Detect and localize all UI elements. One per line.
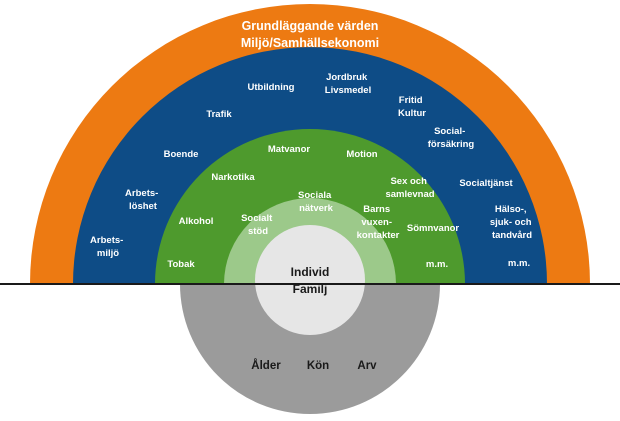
label-alkohol: Alkohol (179, 216, 214, 227)
outer-label-environment: Miljö/Samhällsekonomi (241, 36, 379, 50)
label-tobak: Tobak (167, 259, 195, 270)
label-green-mm: m.m. (426, 259, 448, 270)
label-barns-vuxenkontakter: Barns vuxen- kontakter (357, 204, 400, 241)
core-label-familj: Familj (293, 282, 328, 296)
label-blue-mm: m.m. (508, 258, 530, 269)
label-motion: Motion (346, 149, 377, 160)
core-label-individ: Individ (291, 265, 330, 279)
label-halso-sjuk-tandvard: Hälso-, sjuk- och tandvård (490, 204, 534, 241)
base-label-alder: Ålder (251, 359, 281, 372)
label-boende: Boende (164, 149, 199, 160)
core-circle (255, 225, 365, 335)
base-half-circle (180, 284, 440, 414)
label-matvanor: Matvanor (268, 144, 311, 155)
base-label-kon: Kön (307, 360, 329, 372)
label-utbildning: Utbildning (248, 82, 295, 93)
label-fritid: Fritid Kultur (398, 95, 426, 119)
label-arbetsloshet: Arbets- löshet (125, 188, 161, 212)
label-somnvanor: Sömnvanor (407, 223, 460, 234)
base-label-arv: Arv (357, 360, 377, 372)
label-jordbruk: Jordbruk Livsmedel (325, 72, 371, 96)
outer-label-values: Grundläggande värden (242, 19, 379, 33)
label-sociala-natverk: Sociala nätverk (298, 190, 334, 214)
label-socialt-stod: Socialt stöd (241, 213, 275, 237)
label-arbetsmiljo: Arbets- miljö (90, 235, 126, 259)
label-narkotika: Narkotika (211, 172, 255, 183)
label-sex-samlevnad: Sex och samlevnad (385, 176, 434, 200)
label-trafik: Trafik (206, 109, 232, 120)
label-socialtjanst: Socialtjänst (459, 178, 513, 189)
label-social-forsakring: Social- försäkring (428, 126, 475, 150)
